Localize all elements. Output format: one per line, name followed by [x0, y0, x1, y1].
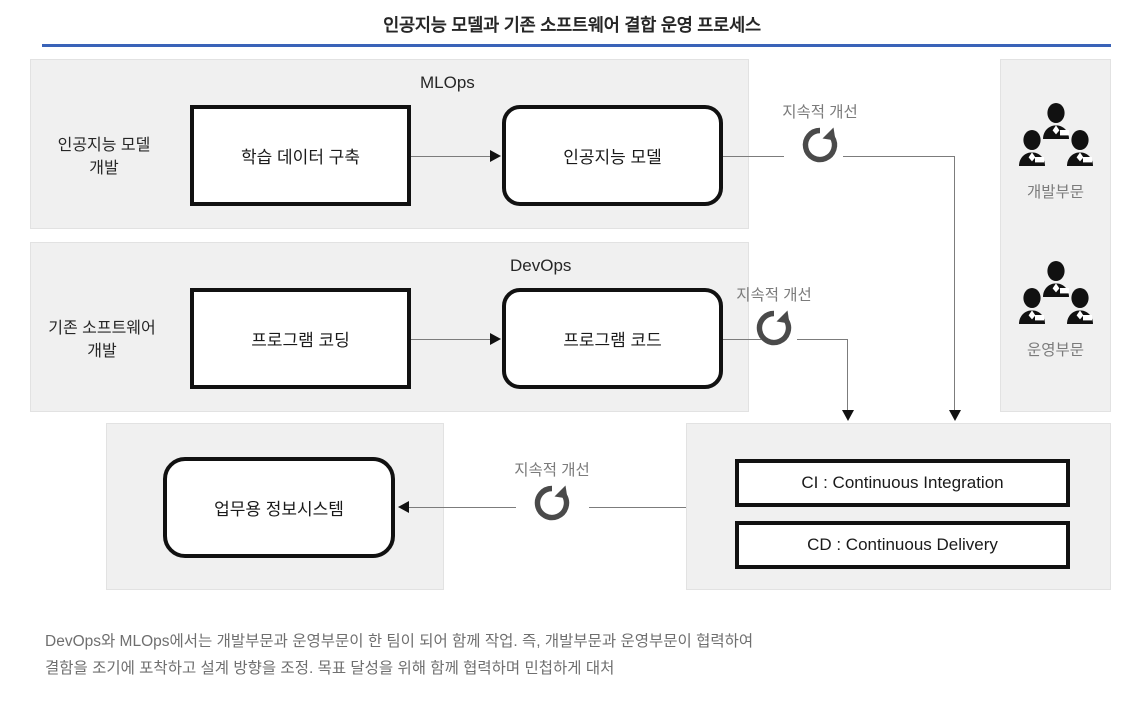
footnote-line-2: 결함을 조기에 포착하고 설계 방향을 조정. 목표 달성을 위해 함께 협력하… — [45, 660, 615, 678]
connector-improve2-to-corner — [797, 339, 848, 341]
node-ai-model[interactable]: 인공지능 모델 — [502, 105, 723, 206]
arrowhead-mlops-to-cicd — [949, 410, 961, 421]
improvement-label-2: 지속적 개선 — [736, 287, 812, 304]
connector-devops-down-to-cicd — [847, 339, 849, 414]
row-label-ai-line1: 인공지능 모델 — [57, 137, 151, 154]
title-divider — [42, 44, 1111, 47]
panel-devops-title: DevOps — [510, 256, 572, 275]
org-group-operations: 운영부문 — [1000, 258, 1111, 360]
connector-mlops-down-to-cicd — [954, 156, 956, 414]
connector-coding-to-code — [411, 339, 491, 341]
node-business-information-system[interactable]: 업무용 정보시스템 — [163, 457, 395, 558]
arrowhead-coding-to-code — [490, 333, 501, 345]
row-label-legacy-software-development: 기존 소프트웨어 개발 — [22, 317, 182, 363]
org-label-operations: 운영부문 — [1026, 342, 1085, 359]
refresh-cycle-icon — [531, 482, 573, 524]
row-label-ai-line2: 개발 — [89, 160, 119, 178]
connector-cicd-to-improve3 — [589, 507, 686, 509]
connector-train-to-model — [411, 156, 491, 158]
people-group-icon — [1018, 103, 1093, 166]
refresh-cycle-icon — [753, 307, 795, 349]
box-continuous-delivery[interactable]: CD : Continuous Delivery — [735, 521, 1070, 569]
footnote: DevOps와 MLOps에서는 개발부문과 운영부문이 한 팀이 되어 함께 … — [45, 628, 1110, 682]
people-group-icon — [1018, 261, 1093, 324]
arrowhead-to-business-system — [398, 501, 409, 513]
connector-code-to-improve — [723, 339, 761, 341]
connector-improve-to-corner-top — [843, 156, 955, 158]
row-label-ai-development: 인공지능 모델 개발 — [24, 134, 184, 180]
box-continuous-integration[interactable]: CI : Continuous Integration — [735, 459, 1070, 507]
row-label-sw-line1: 기존 소프트웨어 — [48, 320, 156, 337]
page-title: 인공지능 모델과 기존 소프트웨어 결합 운영 프로세스 — [383, 15, 761, 35]
panel-mlops-title: MLOps — [420, 73, 475, 92]
improvement-label-1: 지속적 개선 — [782, 104, 858, 121]
arrowhead-devops-to-cicd — [842, 410, 854, 421]
row-label-sw-line2: 개발 — [87, 343, 117, 361]
org-group-development: 개발부문 — [1000, 100, 1111, 202]
node-train-data[interactable]: 학습 데이터 구축 — [190, 105, 411, 206]
refresh-cycle-icon — [799, 124, 841, 166]
arrowhead-train-to-model — [490, 150, 501, 162]
footnote-line-1: DevOps와 MLOps에서는 개발부문과 운영부문이 한 팀이 되어 함께 … — [45, 633, 754, 650]
node-program-coding[interactable]: 프로그램 코딩 — [190, 288, 411, 389]
connector-improve3-to-business — [407, 507, 516, 509]
connector-model-to-improve — [723, 156, 784, 158]
node-program-code[interactable]: 프로그램 코드 — [502, 288, 723, 389]
org-label-development: 개발부문 — [1026, 184, 1085, 201]
improvement-label-3: 지속적 개선 — [514, 462, 590, 479]
